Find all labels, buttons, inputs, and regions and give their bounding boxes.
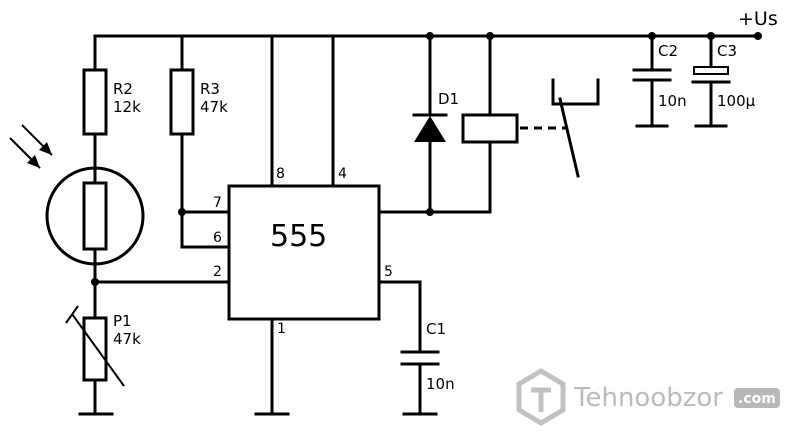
c2-value: 10n [658,92,687,110]
pin-7-label: 7 [213,195,222,211]
left-branch [78,34,114,416]
pin-6-label: 6 [213,230,222,246]
photoresistor-ldr [9,124,145,266]
watermark-text: Tehnoobzor [573,383,723,413]
pin-1-label: 1 [277,321,286,337]
c2-name: C2 [658,42,678,60]
capacitor-c3: C3 100µ [691,32,756,128]
resistor-r2: R2 12k [82,68,141,136]
r2-name: R2 [113,80,133,98]
p1-value: 47k [113,330,141,348]
supply-rail: +Us [93,8,778,40]
supply-label: +Us [738,8,778,30]
pin-4-label: 4 [338,166,347,182]
c1-name: C1 [426,320,446,338]
r3-value: 47k [200,98,228,116]
output-wire [377,32,494,216]
relay-contact [520,78,600,178]
watermark-suffix: .com [738,391,776,407]
capacitor-c1: C1 10n [377,280,455,416]
capacitor-c2: C2 10n [632,32,687,128]
c3-name: C3 [717,42,737,60]
potentiometer-p1: P1 47k [65,305,141,387]
pin-2-label: 2 [213,264,222,280]
p1-name: P1 [113,312,132,330]
ground-pin-1 [254,317,290,416]
watermark-logo-icon [516,368,566,426]
r3-name: R3 [200,80,220,98]
resistor-r3: R3 47k [169,34,231,249]
diode-d1: D1 [412,34,459,214]
ic-label: 555 [270,219,327,254]
ic-555: 555 7 6 2 8 4 5 1 [213,166,393,337]
c1-value: 10n [426,375,455,393]
c3-value: 100µ [717,92,756,110]
pin-5-label: 5 [384,264,393,280]
pin-8-label: 8 [276,166,285,182]
watermark: Tehnoobzor .com [516,368,780,426]
relay-coil [461,34,519,214]
d1-name: D1 [438,90,459,108]
r2-value: 12k [113,98,141,116]
light-arrows-icon [9,124,53,169]
